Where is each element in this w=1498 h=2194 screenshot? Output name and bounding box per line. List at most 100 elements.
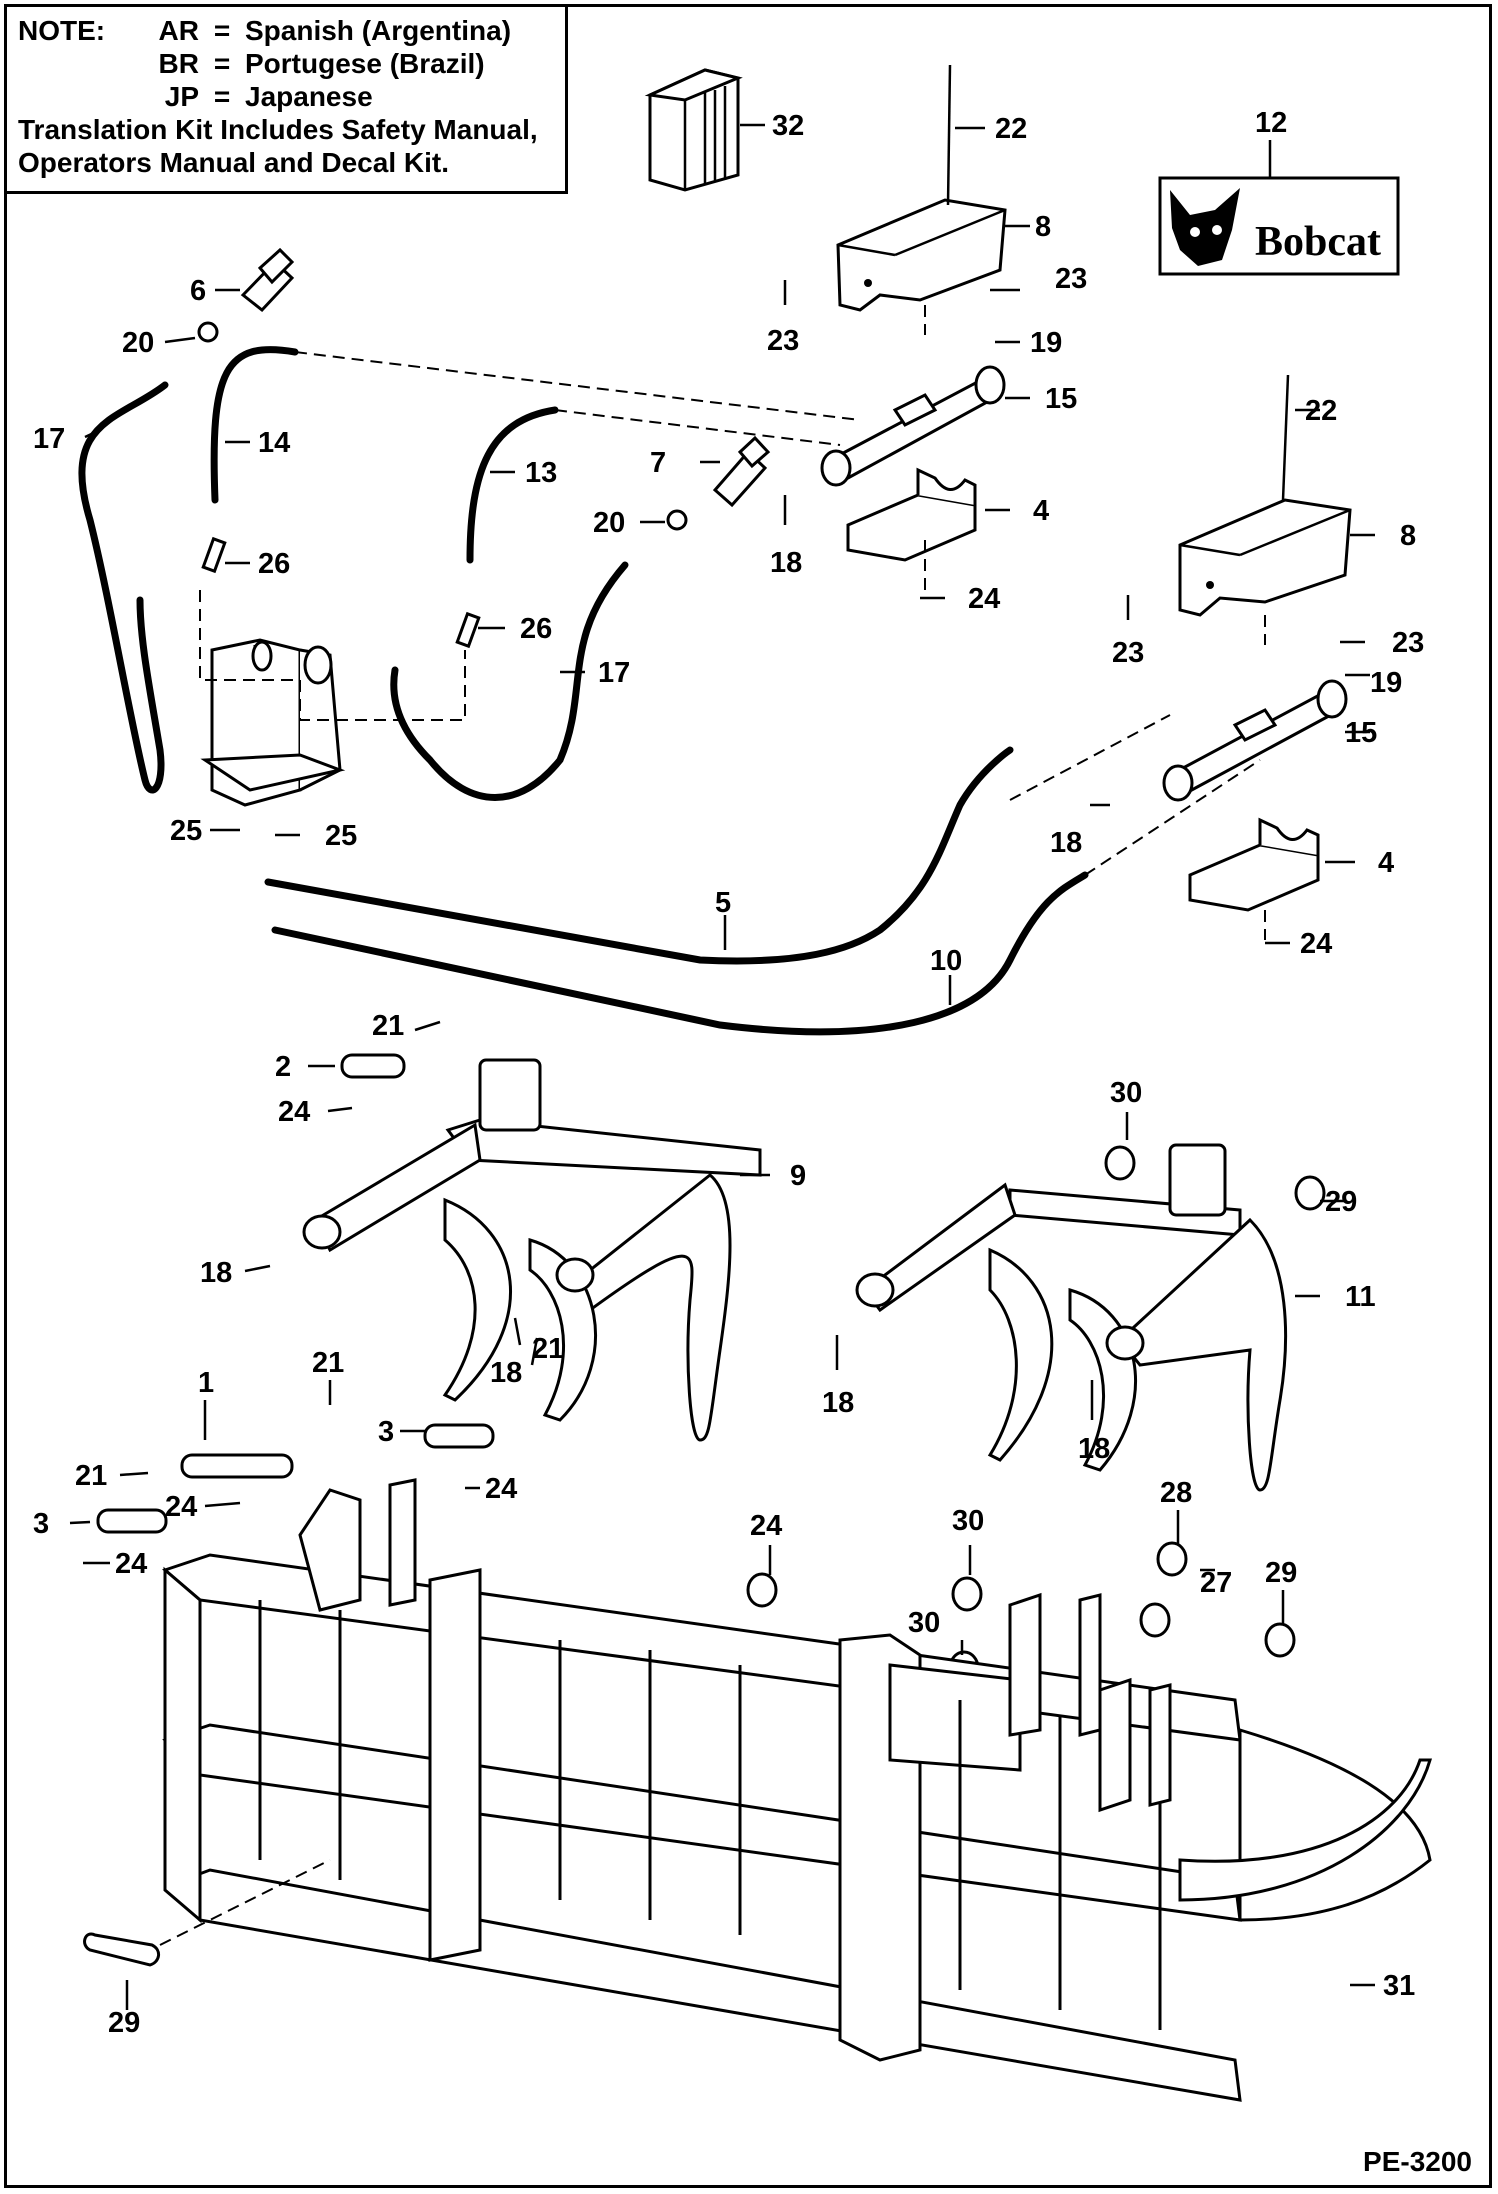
guide-line — [1009, 714, 1171, 801]
callout-10: 10 — [930, 945, 962, 977]
callout-20: 20 — [122, 327, 154, 359]
hose-10 — [271, 871, 1089, 1036]
callout-26: 26 — [258, 548, 290, 580]
bobcat-logo-text: Bobcat — [1255, 219, 1381, 265]
adapter-20 — [666, 509, 688, 531]
pin-1 — [180, 1453, 294, 1479]
callout-18: 18 — [770, 547, 802, 579]
cylinder-bracket-upper — [846, 467, 977, 562]
callout-23: 23 — [767, 325, 799, 357]
language-code: JP — [164, 81, 199, 112]
callout-25: 25 — [325, 820, 357, 852]
note-footnote: Translation Kit Includes Safety Manual, — [18, 114, 538, 145]
hook-31 — [83, 1932, 160, 1967]
pin-3 — [423, 1423, 495, 1449]
language-name: Portugese (Brazil) — [245, 48, 485, 79]
callout-15: 15 — [1045, 383, 1077, 415]
callout-11: 11 — [1345, 1281, 1376, 1313]
callout-8: 8 — [1400, 520, 1416, 552]
callout-18: 18 — [1078, 1433, 1110, 1465]
callout-1: 1 — [198, 1367, 214, 1399]
note-label: NOTE: — [18, 15, 106, 46]
callout-21: 21 — [372, 1010, 404, 1042]
grapple-bucket — [162, 1478, 1432, 2102]
callout-21: 21 — [532, 1333, 564, 1365]
callout-24: 24 — [115, 1548, 147, 1580]
note-line-jp: JP = Japanese — [18, 80, 565, 113]
cylinder-bracket-lower — [1188, 817, 1320, 912]
callout-29: 30 — [908, 1607, 940, 1639]
callout-17: 17 — [598, 657, 630, 689]
bobcat-decal: Bobcat — [1158, 176, 1400, 276]
callout-23: 23 — [1392, 627, 1424, 659]
callout-17: 17 — [33, 423, 65, 455]
note-line-br: BR=Portugese (Brazil) — [18, 47, 565, 80]
equals-sign: = — [213, 15, 231, 46]
coupler-6 — [240, 247, 295, 313]
callout-12: 12 — [1255, 107, 1287, 139]
hose-14 — [210, 346, 299, 504]
callout-22: 22 — [1305, 395, 1337, 427]
callout-32: 32 — [772, 110, 804, 142]
callout-7: 7 — [650, 447, 666, 479]
hose-17-right — [390, 561, 629, 801]
callout-15: 15 — [1345, 717, 1377, 749]
guide-line — [554, 409, 841, 446]
callout-18: 18 — [490, 1357, 522, 1389]
hose-5 — [264, 746, 1014, 965]
callout-23: 23 — [1112, 637, 1144, 669]
callout-24: 24 — [278, 1096, 310, 1128]
callout-20: 20 — [593, 507, 625, 539]
callout-18: 18 — [822, 1387, 854, 1419]
figure-code: PE-3200 — [1363, 2146, 1472, 2177]
bolt-upper — [946, 64, 952, 206]
pin-2 — [340, 1053, 406, 1079]
callout-19: 19 — [1370, 667, 1402, 699]
callout-4: 4 — [1378, 847, 1394, 879]
callout-23: 23 — [1055, 263, 1087, 295]
tee-26 — [201, 536, 227, 574]
callout-26: 26 — [520, 613, 552, 645]
bolt-lower — [1281, 374, 1290, 501]
cylinder-guard-lower — [1178, 498, 1352, 617]
callout-19: 19 — [1030, 327, 1062, 359]
callout-21: 21 — [75, 1460, 107, 1492]
language-name: Japanese — [245, 81, 373, 112]
coupler-7 — [712, 435, 771, 508]
callout-3: 3 — [378, 1416, 394, 1448]
guide-line — [199, 590, 466, 721]
equals-sign: = — [213, 48, 231, 79]
callout-28: 28 — [1160, 1477, 1192, 1509]
note-line-ar: NOTE:AR=Spanish (Argentina) — [18, 14, 565, 47]
cylinder-guard-upper — [836, 198, 1007, 312]
grapple-left — [302, 1058, 762, 1442]
callout-29: 27 — [1200, 1567, 1232, 1599]
grapple-right — [855, 1143, 1288, 1492]
hydraulic-cylinder-upper — [820, 365, 1006, 487]
callout-14: 14 — [258, 427, 290, 459]
language-code: AR — [158, 15, 199, 46]
callout-24: 24 — [165, 1491, 197, 1523]
callout-31: 29 — [108, 2007, 140, 2039]
pin-3 — [96, 1508, 168, 1534]
callout-22: 22 — [995, 113, 1027, 145]
callout-2: 2 — [275, 1051, 291, 1083]
callout-8: 8 — [1035, 211, 1051, 243]
tee-26 — [455, 611, 481, 649]
note-box: NOTE:AR=Spanish (Argentina) BR=Portugese… — [4, 4, 568, 194]
equals-sign: = — [213, 81, 231, 112]
callout-18: 18 — [1050, 827, 1082, 859]
callout-30: 30 — [1110, 1077, 1142, 1109]
callout-27: 30 — [952, 1505, 984, 1537]
guide-line — [1084, 759, 1261, 876]
callout-24: 24 — [968, 583, 1000, 615]
adapter-20 — [197, 321, 219, 343]
callout-18: 18 — [200, 1257, 232, 1289]
valve-block — [200, 638, 346, 807]
callout-6: 6 — [190, 275, 206, 307]
callout-24: 24 — [1300, 928, 1332, 960]
hydraulic-cylinder-lower — [1162, 679, 1348, 802]
callout-24: 24 — [485, 1473, 517, 1505]
